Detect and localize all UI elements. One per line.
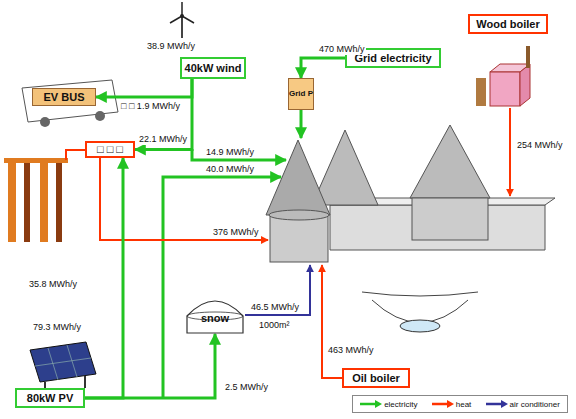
grid-point-box: Grid P: [288, 78, 314, 110]
legend-item: electricity: [360, 400, 417, 409]
flow-value: 22.1 MWh/y: [138, 134, 188, 145]
node-label: EV BUS: [44, 91, 85, 103]
legend-sample: [360, 400, 382, 408]
node-label: Oil boiler: [352, 372, 400, 384]
electricity-flow: [135, 79, 192, 150]
building: [266, 125, 555, 262]
pond: [362, 292, 478, 332]
electricity-flow: [85, 158, 123, 398]
wind-turbine: [170, 2, 194, 38]
heat-pump-box: □ □ □: [85, 141, 135, 158]
source-box: 80kW PV: [15, 388, 85, 408]
node-label: □ □ □: [97, 143, 123, 155]
flow-value: 35.8 MWh/y: [28, 279, 78, 290]
legend-sample: [432, 400, 454, 408]
legend-text: electricity: [384, 400, 417, 409]
flow-value: 463 MWh/y: [327, 345, 375, 356]
flow-value: □ □ 1.9 MWh/y: [120, 101, 181, 112]
boiler-box: Wood boiler: [468, 14, 548, 34]
wood-boiler-icon: [476, 46, 530, 106]
electricity-flow: [85, 334, 215, 398]
flow-value: 14.9 MWh/y: [205, 147, 255, 158]
node-label: Grid P: [289, 90, 313, 99]
flow-lines: [100, 108, 510, 398]
boiler-box: Oil boiler: [342, 368, 410, 388]
node-label: 80kW PV: [27, 392, 73, 404]
vehicle-box: EV BUS: [32, 88, 96, 106]
ground-pipes: [4, 150, 85, 242]
flow-value: 40.0 MWh/y: [205, 164, 255, 175]
flow-value: 79.3 MWh/y: [32, 322, 82, 333]
snow-dome: snow: [185, 292, 245, 334]
pv-panel: [30, 342, 96, 388]
flow-value: 46.5 MWh/y: [250, 302, 300, 313]
legend-item: heat: [432, 400, 472, 409]
flow-value: 470 MWh/y: [318, 44, 366, 55]
flow-value: 38.9 MWh/y: [146, 41, 196, 52]
legend-item: air conditioner: [486, 400, 560, 409]
flow-value: 376 MWh/y: [212, 227, 260, 238]
node-label: 40kW wind: [185, 62, 242, 74]
flow-value: 1000m²: [258, 320, 291, 331]
node-label: snow: [201, 312, 229, 324]
legend-text: air conditioner: [510, 400, 560, 409]
legend-sample: [486, 400, 508, 408]
electricity-flow: [96, 79, 192, 97]
node-label: Grid electricity: [354, 52, 431, 64]
legend-box: electricity heat air conditioner: [352, 395, 568, 413]
flow-value: 254 MWh/y: [516, 140, 564, 151]
bus-illustration: [22, 80, 118, 127]
legend-text: heat: [456, 400, 472, 409]
electricity-flow: [301, 58, 345, 78]
source-box: 40kW wind: [180, 57, 246, 79]
node-label: Wood boiler: [476, 18, 539, 30]
flow-value: 2.5 MWh/y: [224, 382, 269, 393]
